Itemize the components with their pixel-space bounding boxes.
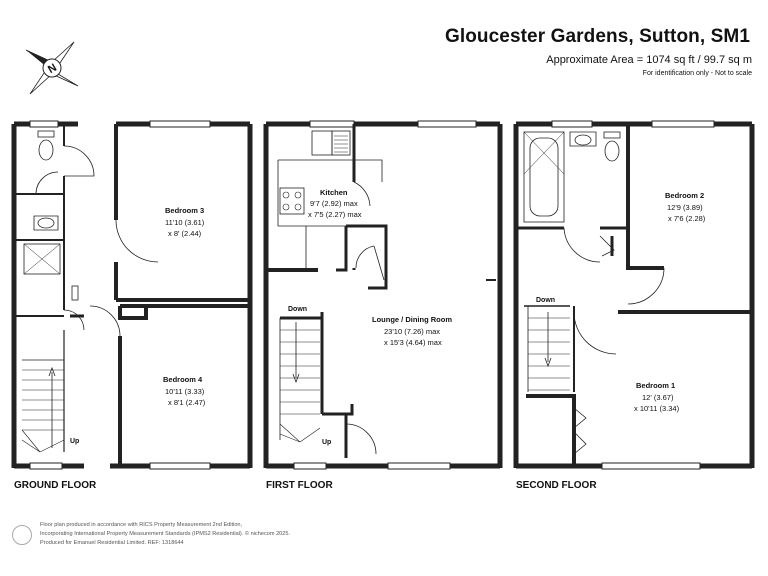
kitchen-dim2: x 7'5 (2.27) max <box>308 210 362 219</box>
bedroom3-dim2: x 8' (2.44) <box>168 229 202 238</box>
ground-floor-plan <box>11 120 253 470</box>
bedroom1-name: Bedroom 1 <box>636 381 675 390</box>
compass-icon: N <box>25 41 79 95</box>
second-floor-label: SECOND FLOOR <box>516 480 597 491</box>
bedroom3-dim1: 11'10 (3.61) <box>165 218 205 227</box>
rics-logo-icon <box>12 525 32 545</box>
bedroom1-dim1: 12' (3.67) <box>642 393 674 402</box>
kitchen-dim1: 9'7 (2.92) max <box>310 199 358 208</box>
ground-stairs-up-label: Up <box>70 438 79 445</box>
footer-line1: Floor plan produced in accordance with R… <box>40 522 243 528</box>
first-floor-plan <box>263 120 503 470</box>
first-stairs-down-label: Down <box>288 306 307 313</box>
second-floor-plan <box>513 120 755 470</box>
bedroom4-name: Bedroom 4 <box>163 375 203 384</box>
lounge-dim2: x 15'3 (4.64) max <box>384 338 442 347</box>
kitchen-name: Kitchen <box>320 188 348 197</box>
bedroom2-name: Bedroom 2 <box>665 191 704 200</box>
lounge-dim1: 23'10 (7.26) max <box>384 327 440 336</box>
second-stairs-down-label: Down <box>536 297 555 304</box>
bedroom4-dim2: x 8'1 (2.47) <box>168 398 206 407</box>
bedroom1-dim2: x 10'11 (3.34) <box>634 404 680 413</box>
bedroom2-dim1: 12'9 (3.89) <box>667 203 703 212</box>
identification-note: For identification only - Not to scale <box>642 70 752 77</box>
footer-line2: Incorporating International Property Mea… <box>40 531 291 537</box>
approximate-area: Approximate Area = 1074 sq ft / 99.7 sq … <box>546 54 752 66</box>
ground-floor-label: GROUND FLOOR <box>14 480 97 491</box>
footer-line3: Produced for Emanuel Residential Limited… <box>40 540 184 546</box>
property-title: Gloucester Gardens, Sutton, SM1 <box>444 26 750 47</box>
bedroom4-dim1: 10'11 (3.33) <box>165 387 205 396</box>
bedroom2-dim2: x 7'6 (2.28) <box>668 214 706 223</box>
bedroom3-name: Bedroom 3 <box>165 206 204 215</box>
first-floor-label: FIRST FLOOR <box>266 480 333 491</box>
lounge-name: Lounge / Dining Room <box>372 315 452 324</box>
first-stairs-up-label: Up <box>322 439 331 446</box>
